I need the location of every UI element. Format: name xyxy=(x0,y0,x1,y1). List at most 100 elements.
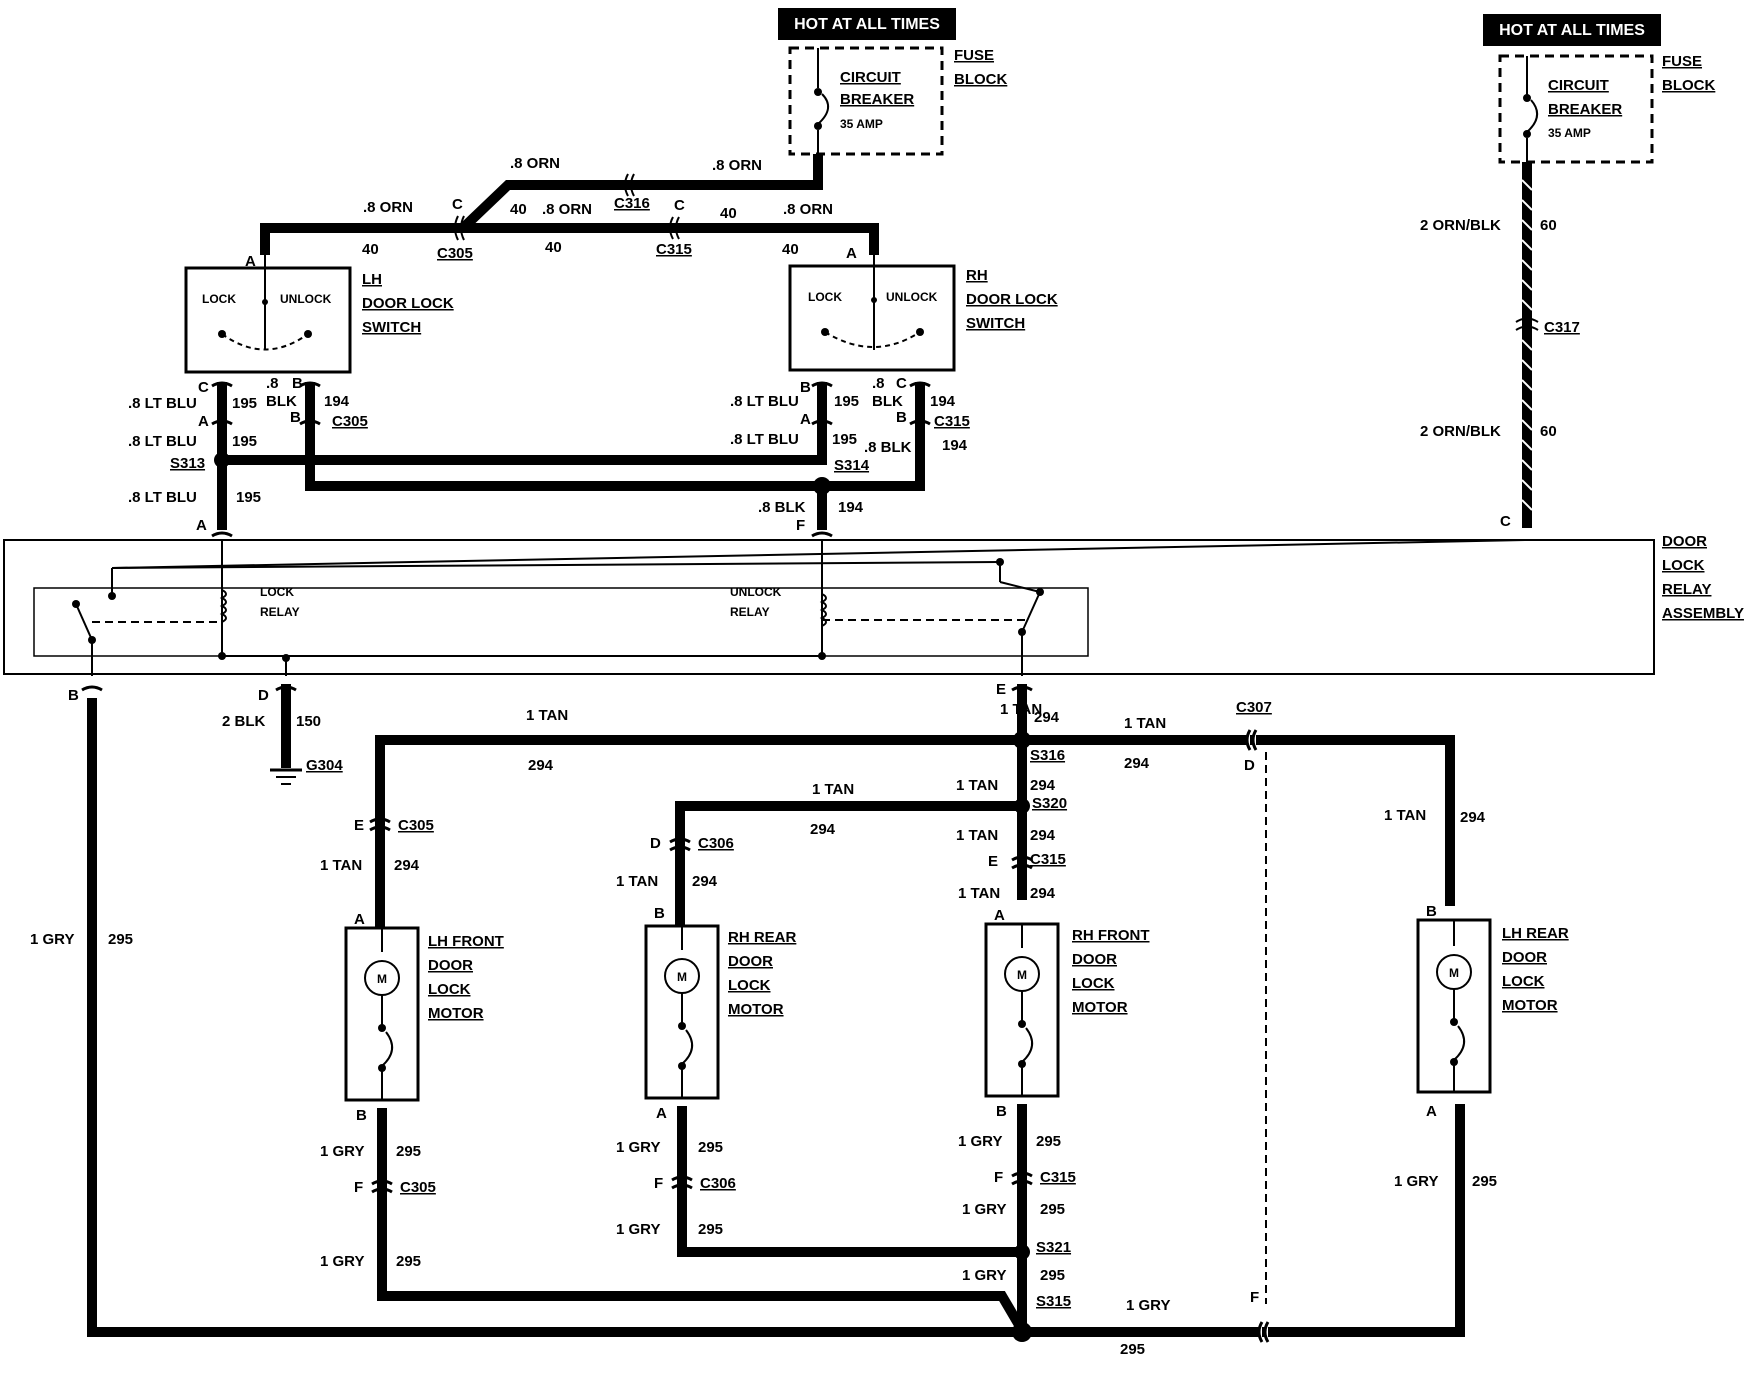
svg-text:LOCK: LOCK xyxy=(428,981,471,998)
relay-output-pins: B D E xyxy=(68,681,1033,704)
svg-text:2 ORN/BLK: 2 ORN/BLK xyxy=(1420,217,1501,234)
svg-text:UNLOCK: UNLOCK xyxy=(280,292,332,306)
svg-text:S316: S316 xyxy=(1030,747,1065,764)
svg-text:RH REAR: RH REAR xyxy=(728,929,797,946)
svg-text:60: 60 xyxy=(1540,217,1557,234)
svg-text:C315: C315 xyxy=(934,413,970,430)
svg-text:B: B xyxy=(356,1107,367,1124)
svg-text:B: B xyxy=(800,379,811,396)
svg-text:.8 BLK: .8 BLK xyxy=(758,499,806,516)
svg-text:1 TAN: 1 TAN xyxy=(956,827,998,844)
svg-text:D: D xyxy=(1244,757,1255,774)
svg-text:S313: S313 xyxy=(170,455,205,472)
svg-text:A: A xyxy=(800,411,811,428)
svg-text:1 GRY: 1 GRY xyxy=(962,1267,1006,1284)
svg-text:G304: G304 xyxy=(306,757,343,774)
svg-text:295: 295 xyxy=(1040,1267,1065,1284)
svg-text:DOOR: DOOR xyxy=(728,953,773,970)
svg-text:BREAKER: BREAKER xyxy=(840,91,914,108)
svg-text:LH REAR: LH REAR xyxy=(1502,925,1569,942)
svg-text:295: 295 xyxy=(698,1139,723,1156)
svg-text:.8 ORN: .8 ORN xyxy=(510,155,560,172)
svg-text:M: M xyxy=(677,970,687,984)
svg-text:195: 195 xyxy=(832,431,857,448)
switch-connector-marks xyxy=(211,381,931,538)
svg-text:.8 LT BLU: .8 LT BLU xyxy=(730,431,799,448)
svg-text:S314: S314 xyxy=(834,457,870,474)
svg-text:C305: C305 xyxy=(437,245,473,262)
svg-text:DOOR LOCK: DOOR LOCK xyxy=(362,295,454,312)
svg-text:1 GRY: 1 GRY xyxy=(616,1221,660,1238)
svg-text:ASSEMBLY: ASSEMBLY xyxy=(1662,605,1744,622)
svg-text:294: 294 xyxy=(1030,885,1056,902)
svg-text:LOCK: LOCK xyxy=(1662,557,1705,574)
svg-text:A: A xyxy=(196,517,207,534)
svg-text:35 AMP: 35 AMP xyxy=(1548,126,1591,140)
svg-text:C317: C317 xyxy=(1544,319,1580,336)
svg-text:RH: RH xyxy=(966,267,988,284)
svg-text:LH FRONT: LH FRONT xyxy=(428,933,504,950)
splice-s316 xyxy=(1013,731,1031,749)
svg-text:1 GRY: 1 GRY xyxy=(958,1133,1002,1150)
svg-text:B: B xyxy=(290,409,301,426)
svg-text:C306: C306 xyxy=(700,1175,736,1192)
svg-text:F: F xyxy=(654,1175,663,1192)
rh-rear-door-lock-motor: B M RH REAR DOOR LOCK MOTOR A xyxy=(644,905,797,1122)
svg-text:C315: C315 xyxy=(1030,851,1066,868)
tan-connector-marks xyxy=(369,817,1033,870)
svg-text:F: F xyxy=(354,1179,363,1196)
svg-text:C: C xyxy=(198,379,209,396)
svg-text:.8 ORN: .8 ORN xyxy=(363,199,413,216)
svg-text:1 GRY: 1 GRY xyxy=(1126,1297,1170,1314)
svg-text:DOOR: DOOR xyxy=(428,957,473,974)
svg-text:150: 150 xyxy=(296,713,321,730)
svg-text:SWITCH: SWITCH xyxy=(966,315,1025,332)
svg-text:195: 195 xyxy=(232,395,257,412)
svg-text:B: B xyxy=(1426,903,1437,920)
connector-c316-top: C316 xyxy=(614,173,650,212)
svg-text:B: B xyxy=(896,409,907,426)
svg-text:.8 ORN: .8 ORN xyxy=(542,201,592,218)
svg-text:BLOCK: BLOCK xyxy=(1662,77,1715,94)
svg-text:295: 295 xyxy=(1120,1341,1145,1358)
svg-text:40: 40 xyxy=(510,201,527,218)
splice-s320 xyxy=(1014,798,1030,814)
svg-text:1 TAN: 1 TAN xyxy=(956,777,998,794)
svg-text:295: 295 xyxy=(1036,1133,1061,1150)
svg-text:S321: S321 xyxy=(1036,1239,1071,1256)
tan-wire-labels: 1 TAN 294 1 TAN 294 1 TAN 294 C307 D S31… xyxy=(320,699,1486,902)
svg-text:.8 LT BLU: .8 LT BLU xyxy=(128,489,197,506)
svg-text:1 GRY: 1 GRY xyxy=(616,1139,660,1156)
svg-text:CIRCUIT: CIRCUIT xyxy=(840,69,901,86)
svg-text:B: B xyxy=(996,1103,1007,1120)
svg-text:295: 295 xyxy=(1040,1201,1065,1218)
hot-at-all-times-left: HOT AT ALL TIMES xyxy=(778,8,956,40)
svg-text:1 TAN: 1 TAN xyxy=(812,781,854,798)
fuse-block-right: CIRCUIT BREAKER 35 AMP FUSE BLOCK xyxy=(1498,53,1715,164)
svg-text:MOTOR: MOTOR xyxy=(1072,999,1128,1016)
splice-s314 xyxy=(813,477,831,495)
svg-text:C: C xyxy=(1500,513,1511,530)
rh-door-lock-switch: A LOCK UNLOCK RH DOOR LOCK SWITCH xyxy=(788,245,1058,372)
svg-text:294: 294 xyxy=(1030,777,1056,794)
svg-text:C306: C306 xyxy=(698,835,734,852)
svg-text:295: 295 xyxy=(396,1143,421,1160)
svg-text:195: 195 xyxy=(236,489,261,506)
lh-door-lock-switch: A LOCK UNLOCK LH DOOR LOCK SWITCH xyxy=(184,253,454,374)
splice-s315 xyxy=(1012,1322,1032,1342)
svg-text:A: A xyxy=(245,253,256,270)
switch-output-wires xyxy=(214,382,925,530)
svg-text:C: C xyxy=(452,196,463,213)
svg-text:RELAY: RELAY xyxy=(1662,581,1711,598)
svg-text:F: F xyxy=(1250,1289,1259,1306)
lh-switch-wire-labels: C .8 LT BLU 195 .8 BLK B 194 A B C305 .8… xyxy=(128,375,368,534)
svg-text:194: 194 xyxy=(324,393,350,410)
svg-text:LOCK: LOCK xyxy=(808,290,842,304)
svg-text:A: A xyxy=(198,413,209,430)
svg-text:C307: C307 xyxy=(1236,699,1272,716)
svg-text:194: 194 xyxy=(942,437,968,454)
svg-text:HOT AT ALL TIMES: HOT AT ALL TIMES xyxy=(794,16,940,33)
gray-wire-labels: 1 GRY 295 1 GRY 295 F C305 1 GRY 295 1 G… xyxy=(30,931,1497,1358)
rh-front-door-lock-motor: A M RH FRONT DOOR LOCK MOTOR B xyxy=(984,907,1150,1120)
